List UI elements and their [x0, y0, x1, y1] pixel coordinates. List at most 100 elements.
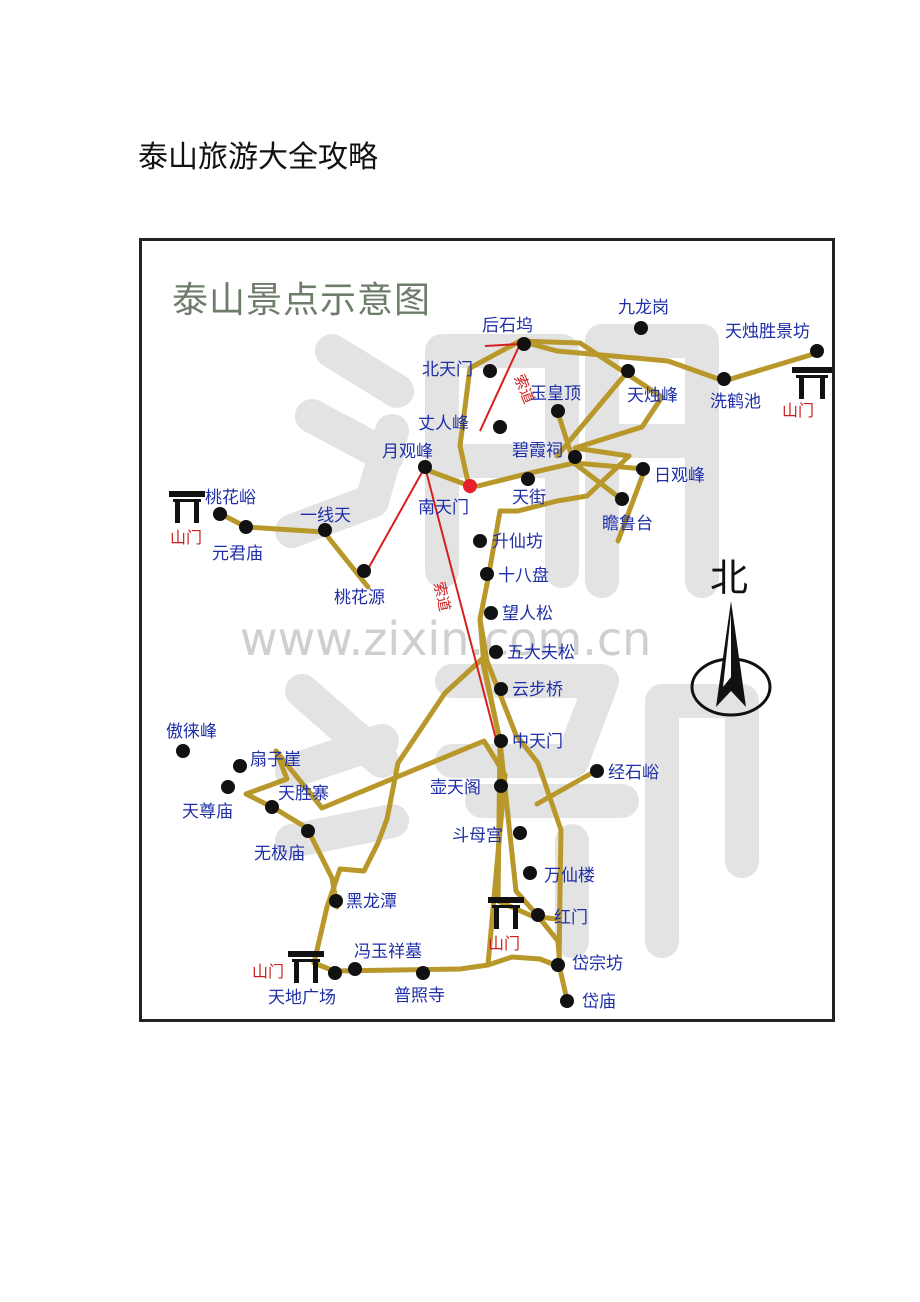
- label-beitianmen: 北天门: [422, 360, 473, 380]
- node-zhanlutai: [615, 492, 629, 506]
- label-jingshiyu: 经石峪: [608, 763, 659, 783]
- node-zhangrenfeng: [493, 420, 507, 434]
- label-hongmen: 红门: [554, 908, 588, 928]
- label-wujimiao: 无极庙: [254, 844, 305, 864]
- node-shengxianfang: [473, 534, 487, 548]
- node-shibapan: [480, 567, 494, 581]
- label-daizongfang: 岱宗坊: [572, 954, 623, 974]
- label-zhangrenfeng: 丈人峰: [418, 414, 469, 434]
- node-jingshiyu: [590, 764, 604, 778]
- watermark-text: www.zixin.com.cn: [240, 612, 651, 666]
- spot-markers: [176, 321, 824, 1008]
- label-bixiaci: 碧霞祠: [512, 441, 563, 461]
- node-wanxianlou: [523, 866, 537, 880]
- gate-icon: [288, 951, 324, 983]
- node-zhongtianmen: [494, 734, 508, 748]
- trails: [218, 338, 820, 1007]
- node-wujimiao: [301, 824, 315, 838]
- node-beitianmen: [483, 364, 497, 378]
- label-doumugong: 斗母宫: [452, 826, 503, 846]
- node-yuanjunmiao: [239, 520, 253, 534]
- node-doumugong: [513, 826, 527, 840]
- label-yixiantian: 一线天: [300, 506, 351, 526]
- label-zhongtianmen: 中天门: [512, 732, 563, 752]
- label-wangrensong: 望人松: [502, 604, 553, 624]
- label-shengxianfang: 升仙坊: [492, 532, 543, 552]
- label-wudafusong: 五大夫松: [507, 643, 575, 663]
- cableway-south: [424, 466, 497, 740]
- node-wudafusong: [489, 645, 503, 659]
- node-yueguanfeng: [418, 460, 432, 474]
- label-wanxianlou: 万仙楼: [544, 866, 595, 886]
- node-fengyuxiangmu: [348, 962, 362, 976]
- label-tianshengzhai: 天胜寨: [278, 784, 329, 804]
- north-label: 北: [710, 556, 748, 600]
- label-taohuayuan: 桃花源: [334, 588, 385, 608]
- node-tianzhushengjingfang: [810, 344, 824, 358]
- node-riguanfeng: [636, 462, 650, 476]
- label-zhanlutai: 瞻鲁台: [602, 514, 653, 534]
- label-tianzhushengjingfang: 天烛胜景坊: [725, 322, 810, 342]
- node-yunbuqiao: [494, 682, 508, 696]
- label-riguanfeng: 日观峰: [654, 466, 705, 486]
- node-taohuayuan: [357, 564, 371, 578]
- label-tianzhufeng: 天烛峰: [627, 386, 678, 406]
- document-title: 泰山旅游大全攻略: [138, 140, 378, 175]
- node-shanziya: [233, 759, 247, 773]
- node-xihechi: [717, 372, 731, 386]
- gate-icon: [169, 491, 205, 523]
- node-heilongtan: [329, 894, 343, 908]
- node-yuhuangding: [551, 404, 565, 418]
- node-jiulonggang: [634, 321, 648, 335]
- gate-label-east: 山门: [782, 401, 814, 420]
- label-yuanjunmiao: 元君庙: [212, 544, 263, 564]
- node-puzhaosi: [416, 966, 430, 980]
- node-tianshengzhai: [265, 800, 279, 814]
- label-hutiange: 壶天阁: [430, 778, 481, 798]
- node-taohuayu: [213, 507, 227, 521]
- node-yixiantian: [318, 523, 332, 537]
- label-fengyuxiangmu: 冯玉祥墓: [354, 942, 422, 962]
- node-wangrensong: [484, 606, 498, 620]
- label-heilongtan: 黑龙潭: [346, 892, 397, 912]
- map-title: 泰山景点示意图: [172, 280, 432, 321]
- cableway-label-south: 索道: [430, 580, 454, 613]
- label-tianzunmiao: 天尊庙: [182, 802, 233, 822]
- label-tianjie: 天街: [512, 488, 546, 508]
- label-yueguanfeng: 月观峰: [382, 442, 433, 462]
- label-puzhaosi: 普照寺: [394, 986, 445, 1006]
- node-hongmen: [531, 908, 545, 922]
- node-hutiange: [494, 779, 508, 793]
- spot-labels: 后石坞 九龙岗 天烛胜景坊 北天门 玉皇顶 天烛峰 洗鹤池 丈人峰 碧霞祠 月观…: [166, 298, 810, 1012]
- node-daimiao: [560, 994, 574, 1008]
- label-nantianmen: 南天门: [418, 498, 469, 518]
- node-tianzhufeng: [621, 364, 635, 378]
- gate-label-hongmen: 山门: [488, 934, 520, 953]
- node-nantianmen: [463, 479, 477, 493]
- gate-icon: [792, 367, 832, 399]
- node-aolaifeng: [176, 744, 190, 758]
- label-xihechi: 洗鹤池: [710, 392, 761, 412]
- tourist-map: www.zixin.com.cn 索道 索道: [139, 238, 835, 1022]
- gate-label-west: 山门: [170, 528, 202, 547]
- gate-label-southwest: 山门: [252, 962, 284, 981]
- node-houshiwu: [517, 337, 531, 351]
- label-yuhuangding: 玉皇顶: [530, 384, 581, 404]
- label-taohuayu: 桃花峪: [205, 488, 256, 508]
- node-tianzunmiao: [221, 780, 235, 794]
- compass-icon: 北: [690, 556, 772, 717]
- label-shibapan: 十八盘: [498, 566, 549, 586]
- gate-icon: [488, 897, 524, 929]
- label-houshiwu: 后石坞: [482, 316, 533, 336]
- label-daimiao: 岱庙: [582, 992, 616, 1012]
- node-tianjie: [521, 472, 535, 486]
- label-jiulonggang: 九龙岗: [618, 298, 669, 318]
- cableway-west: [367, 466, 426, 570]
- node-bixiaci: [568, 450, 582, 464]
- node-tiandiguangchang: [328, 966, 342, 980]
- label-yunbuqiao: 云步桥: [512, 680, 563, 700]
- map-canvas: www.zixin.com.cn 索道 索道: [166, 298, 832, 1012]
- label-shanziya: 扇子崖: [250, 750, 301, 770]
- label-aolaifeng: 傲徕峰: [166, 722, 217, 742]
- label-tiandiguangchang: 天地广场: [268, 988, 336, 1008]
